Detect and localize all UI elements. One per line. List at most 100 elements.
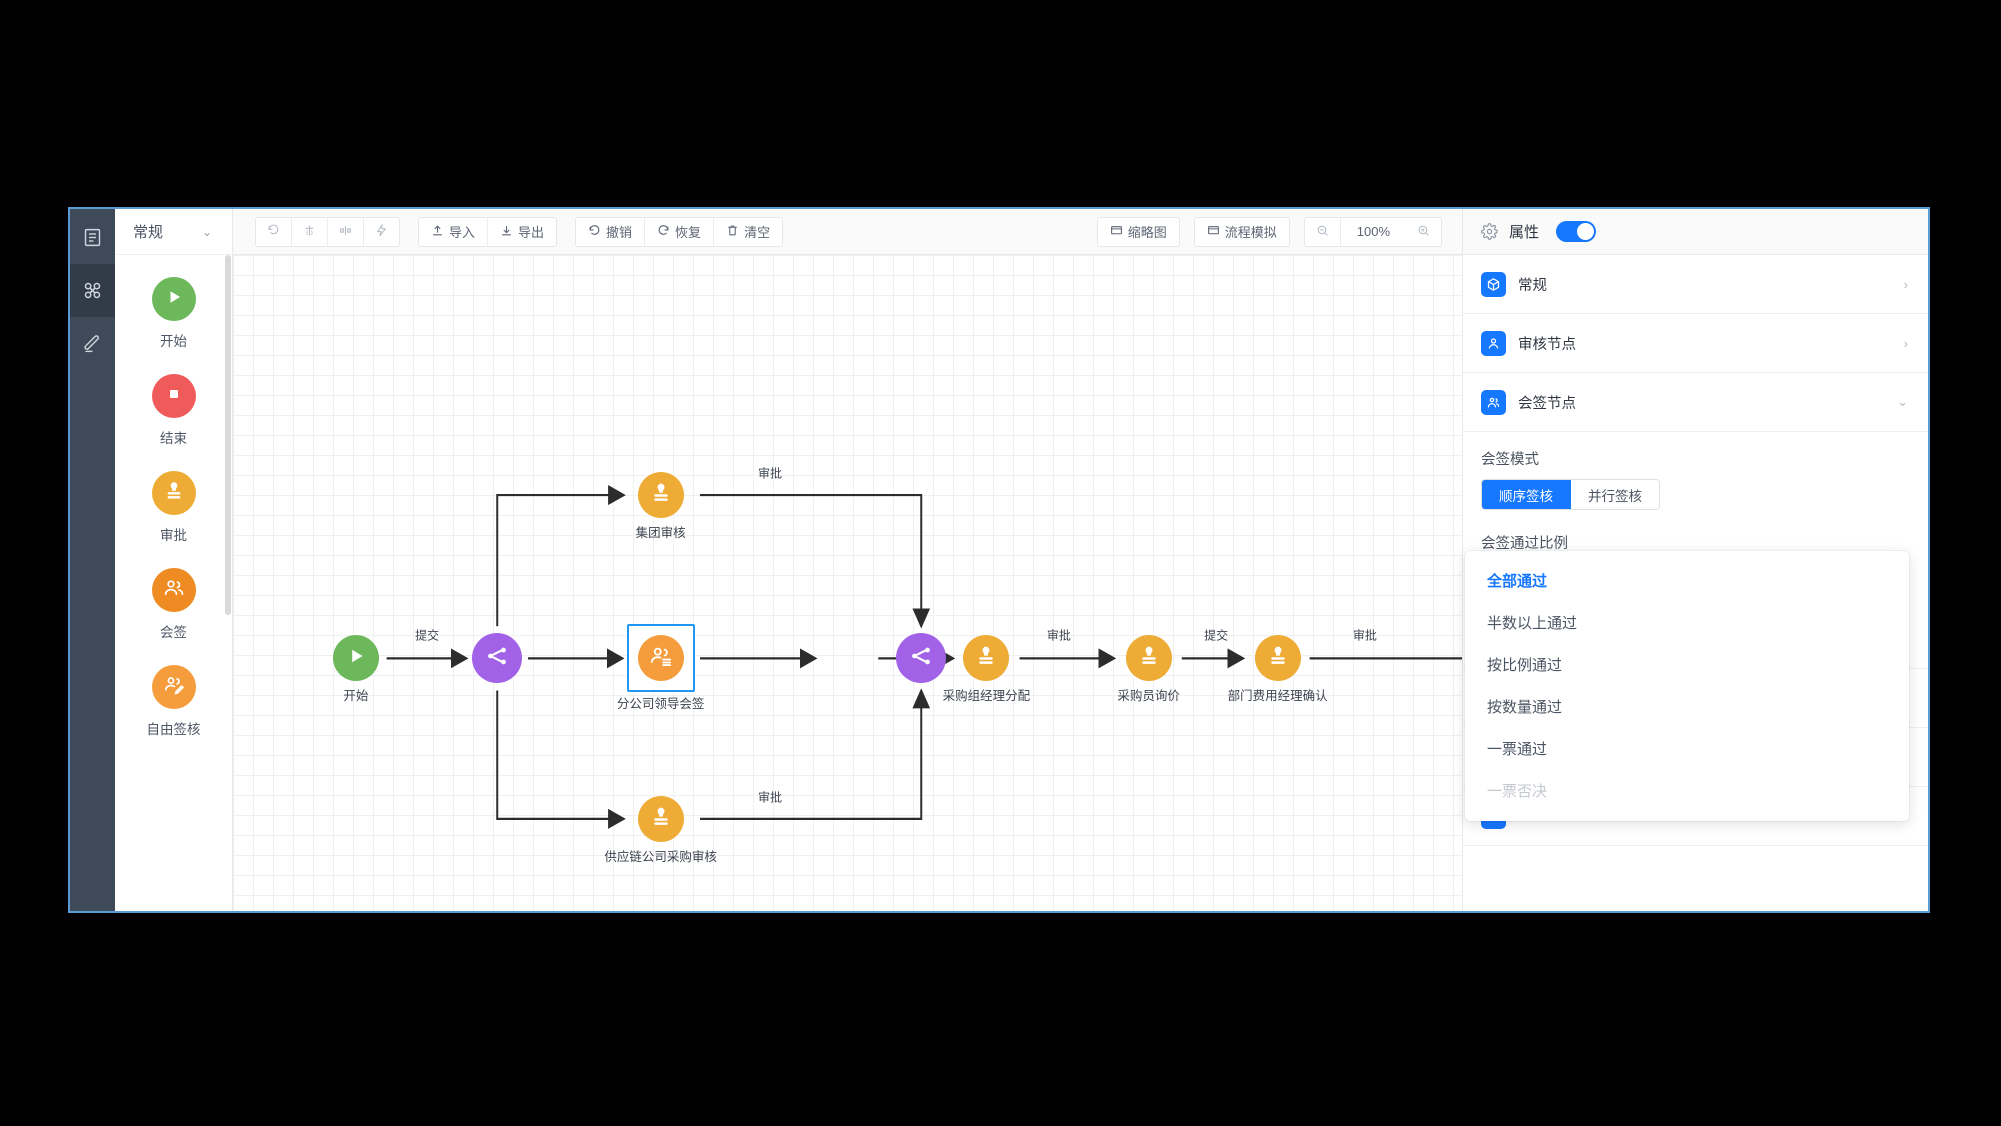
branch-icon [908, 643, 934, 674]
countersign-ratio-label: 会签通过比例 [1481, 536, 1568, 552]
rail-item-draw-pen[interactable] [70, 317, 115, 370]
flow-node-purchasing-manager-assign[interactable]: 采购组经理分配 [943, 635, 1030, 703]
countersign-mode-parallel-button[interactable]: 并行签核 [1571, 480, 1659, 509]
toolbar-distribute-button[interactable] [328, 217, 364, 246]
end-node-swatch [151, 374, 196, 418]
toolbar-group-simulate: 流程模拟 [1193, 216, 1290, 247]
palette-item-approval[interactable]: 审批 [115, 471, 232, 544]
property-section-review-node[interactable]: 审核节点 › [1463, 314, 1928, 373]
rotate-left-icon [267, 224, 280, 240]
countersign-mode-segmented: 顺序签核 并行签核 [1481, 479, 1660, 510]
palette-item-countersign[interactable]: 会签 [115, 568, 232, 641]
dropdown-option-majority-pass[interactable]: 半数以上通过 [1487, 614, 1578, 632]
flow-node-gateway-2[interactable] [896, 633, 947, 684]
export-button[interactable]: 导出 [488, 218, 556, 246]
rail-item-document-list[interactable] [70, 211, 115, 264]
edge-label: 审批 [758, 466, 783, 481]
palette-item-label: 自由签核 [146, 722, 201, 737]
distribute-icon [339, 224, 352, 240]
thumbnail-label: 缩略图 [1127, 225, 1167, 240]
zoom-level-value[interactable]: 100% [1356, 224, 1390, 239]
dropdown-option-one-vote-pass[interactable]: 一票通过 [1487, 740, 1548, 758]
undo-button[interactable]: 撤销 [576, 217, 646, 246]
countersign-mode-label: 会签模式 [1481, 452, 1539, 468]
properties-title: 属性 [1509, 224, 1540, 241]
approval-node-circle [637, 472, 684, 519]
redo-button[interactable]: 恢复 [645, 217, 715, 246]
dropdown-option-all-pass[interactable]: 全部通过 [1487, 572, 1548, 590]
flow-node-gateway-1[interactable] [472, 633, 523, 684]
zoom-in-icon [1417, 224, 1430, 240]
palette-category-header[interactable]: 常规 ⌄ [115, 209, 232, 255]
export-label: 导出 [518, 225, 545, 240]
approval-node-circle [1125, 635, 1172, 682]
properties-toggle[interactable] [1556, 221, 1597, 242]
start-node-swatch [151, 277, 196, 321]
approve-stamp-icon [648, 480, 674, 511]
flow-node-dept-cost-manager-confirm[interactable]: 部门费用经理确认 [1228, 635, 1328, 703]
palette-items: 开始 结束 [115, 255, 232, 911]
toolbar-auto-layout-button[interactable] [364, 218, 399, 246]
flow-node-buyer-quote[interactable]: 采购员询价 [1117, 635, 1180, 703]
flow-node-start[interactable]: 开始 [332, 635, 379, 703]
property-section-countersign-node[interactable]: 会签节点 ⌄ [1463, 373, 1928, 432]
approve-stamp-icon [1265, 643, 1291, 674]
rail-item-flow-nodes[interactable] [70, 264, 115, 317]
zoom-out-icon [1316, 224, 1329, 240]
countersign-node-swatch [151, 568, 196, 612]
dropdown-option-count-pass[interactable]: 按数量通过 [1487, 698, 1563, 716]
edge-label: 审批 [1352, 628, 1377, 643]
nodes-link-icon [82, 280, 103, 301]
chevron-down-icon: ⌄ [201, 224, 212, 239]
palette-item-start[interactable]: 开始 [115, 277, 232, 350]
thumbnail-button[interactable]: 缩略图 [1098, 218, 1179, 246]
branch-icon [484, 643, 510, 674]
palette-item-label: 结束 [160, 431, 187, 446]
clear-button[interactable]: 清空 [714, 218, 782, 246]
countersign-group-icon [648, 643, 674, 674]
import-button[interactable]: 导入 [419, 217, 489, 246]
flow-node-supply-review[interactable]: 供应链公司采购审核 [604, 796, 717, 864]
editor-center: 导入 导出 [233, 209, 1462, 911]
lightning-icon [375, 222, 388, 240]
flow-node-group-review[interactable]: 集团审核 [636, 472, 686, 540]
countersign-ratio-dropdown: 全部通过 半数以上通过 按比例通过 按数量通过 一票通过 一票否决 [1465, 551, 1909, 821]
toolbar-rotate-left-button[interactable] [256, 217, 292, 246]
simulate-button[interactable]: 流程模拟 [1195, 218, 1289, 246]
flow-node-branch-countersign[interactable]: 分公司领导会签 [617, 624, 704, 711]
zoom-out-button[interactable] [1305, 217, 1341, 246]
zoom-in-button[interactable] [1406, 218, 1441, 246]
palette-item-free-sign[interactable]: 自由签核 [115, 665, 232, 738]
palette-item-label: 审批 [160, 528, 187, 543]
property-section-general[interactable]: 常规 › [1463, 255, 1928, 314]
flow-node-label: 开始 [343, 689, 369, 704]
dropdown-option-ratio-pass[interactable]: 按比例通过 [1487, 656, 1563, 674]
chevron-down-icon: ⌄ [1897, 394, 1908, 409]
flow-node-label: 供应链公司采购审核 [604, 850, 717, 865]
stop-icon [162, 382, 186, 411]
properties-header: 属性 [1463, 209, 1928, 255]
play-icon [162, 285, 186, 314]
countersign-mode-sequential-button[interactable]: 顺序签核 [1482, 480, 1571, 509]
palette-scrollbar[interactable] [225, 255, 231, 615]
property-section-label: 审核节点 [1518, 336, 1576, 353]
toolbar-group-history: 撤销 恢复 [575, 216, 784, 247]
approve-stamp-icon [162, 479, 186, 508]
edge-label: 提交 [1204, 628, 1229, 643]
toolbar-align-button[interactable] [292, 217, 328, 246]
approval-node-circle [1254, 635, 1301, 682]
palette-category-label: 常规 [133, 224, 164, 241]
chevron-right-icon: › [1903, 276, 1908, 292]
palette-item-end[interactable]: 结束 [115, 374, 232, 447]
flow-canvas[interactable]: 提交 审批 审批 审批 提交 审批 开始 [233, 255, 1462, 911]
editor-toolbar: 导入 导出 [233, 209, 1462, 255]
toolbar-group-zoom: 100% [1303, 216, 1442, 247]
approval-node-swatch [151, 471, 196, 515]
toolbar-group-tools [255, 216, 400, 247]
redo-icon [657, 224, 670, 240]
free-sign-icon [162, 673, 186, 702]
toolbar-group-thumbnail: 缩略图 [1096, 216, 1180, 247]
flow-designer-window: 常规 ⌄ 开始 结束 [68, 207, 1930, 913]
chevron-right-icon: › [1903, 335, 1908, 351]
box-icon [1481, 271, 1506, 297]
